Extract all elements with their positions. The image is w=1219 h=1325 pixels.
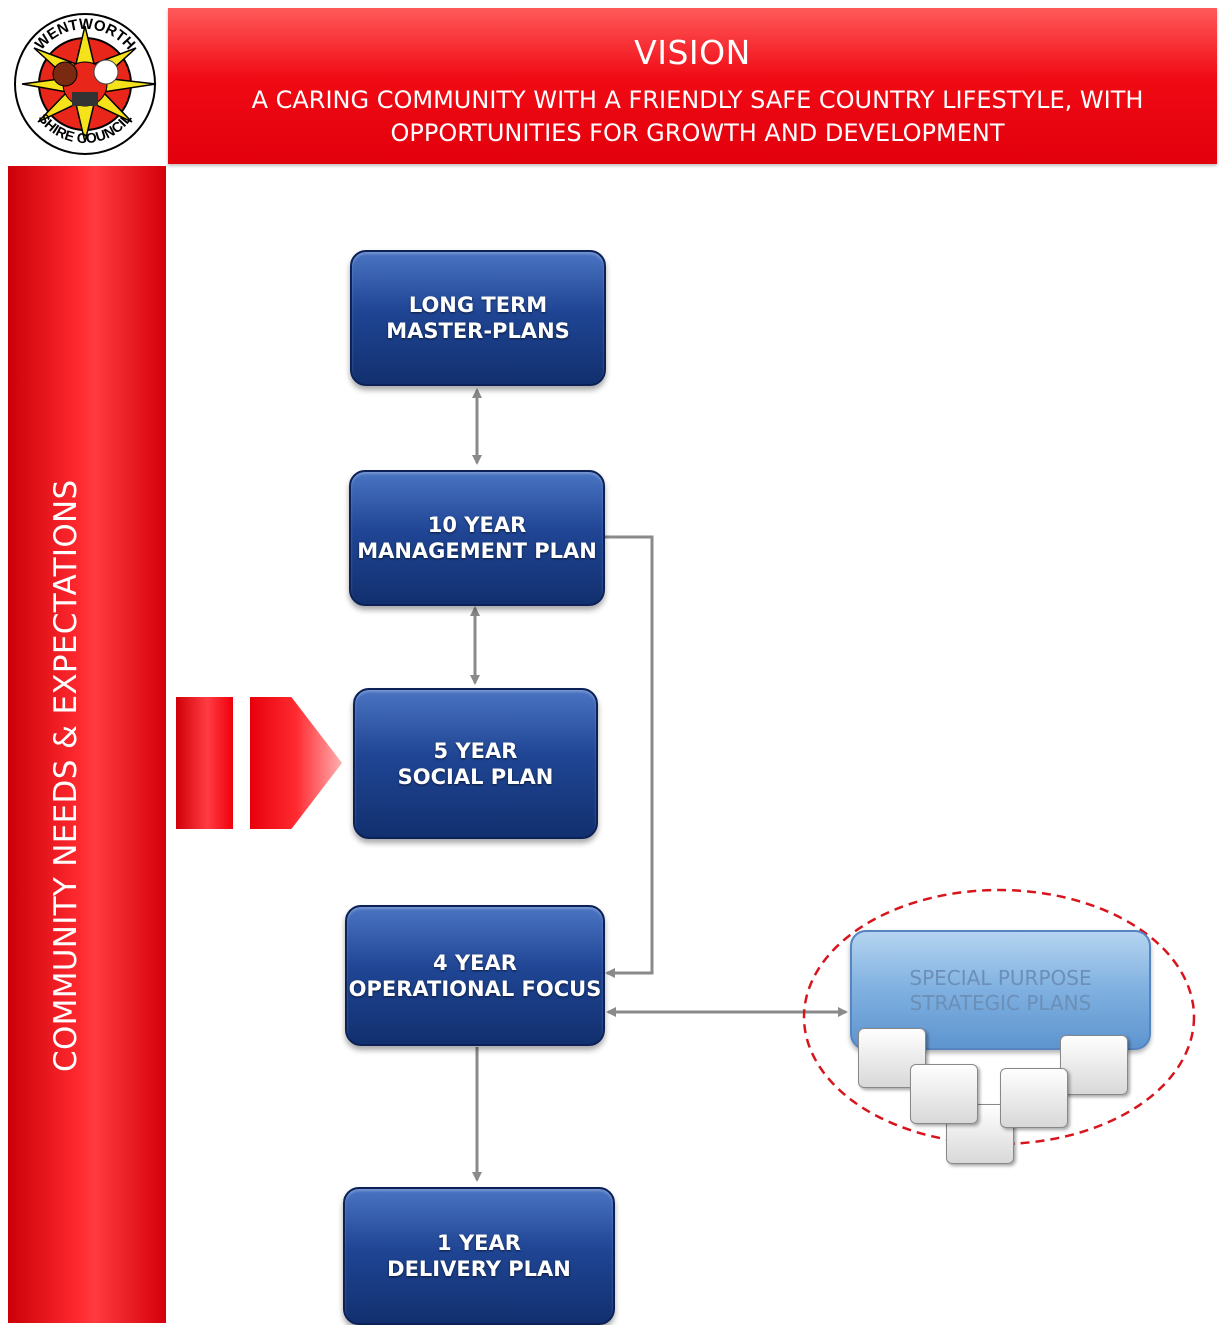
document-icon xyxy=(910,1064,978,1124)
node-5-year-line-1: 5 YEAR xyxy=(433,738,518,763)
vision-title: VISION xyxy=(634,33,751,72)
document-icon xyxy=(1000,1068,1068,1128)
special-plans-label: SPECIAL PURPOSE STRATEGIC PLANS xyxy=(852,966,1149,1016)
connector-10year-4year xyxy=(604,535,654,978)
node-long-term-line-2: MASTER-PLANS xyxy=(386,319,570,343)
node-long-term-master-plans: LONG TERM MASTER-PLANS xyxy=(350,250,606,386)
node-long-term-line-1: LONG TERM xyxy=(408,293,548,317)
node-1-year-line-1: 1 YEAR xyxy=(437,1231,521,1255)
council-logo: WENTWORTH SHIRE COUNCIL xyxy=(8,4,162,162)
special-plans-line-1: SPECIAL PURPOSE xyxy=(909,966,1092,990)
node-10-year-management-plan: 10 YEAR MANAGEMENT PLAN xyxy=(349,470,605,606)
node-10-year-line-2: MANAGEMENT PLAN xyxy=(357,539,597,563)
node-10-year-line-1: 10 YEAR xyxy=(427,513,527,537)
node-4-year-line-2: OPERATIONAL FOCUS xyxy=(348,976,602,1001)
community-needs-bar xyxy=(8,166,166,1323)
vision-statement: A CARING COMMUNITY WITH A FRIENDLY SAFE … xyxy=(188,84,1207,150)
vision-line-2: OPPORTUNITIES FOR GROWTH AND DEVELOPMENT xyxy=(390,119,1005,147)
special-plans-line-2: STRATEGIC PLANS xyxy=(909,991,1092,1015)
vision-banner: VISION A CARING COMMUNITY WITH A FRIENDL… xyxy=(168,8,1217,164)
node-1-year-line-2: DELIVERY PLAN xyxy=(387,1257,571,1281)
vision-line-1: A CARING COMMUNITY WITH A FRIENDLY SAFE … xyxy=(251,86,1144,114)
node-4-year-operational-focus: 4 YEAR OPERATIONAL FOCUS xyxy=(345,905,605,1046)
node-5-year-social-plan: 5 YEAR SOCIAL PLAN xyxy=(353,688,598,839)
node-4-year-line-1: 4 YEAR xyxy=(433,950,517,975)
input-arrow-block xyxy=(176,697,233,829)
node-1-year-delivery-plan: 1 YEAR DELIVERY PLAN xyxy=(343,1187,615,1325)
node-special-purpose-strategic-plans: SPECIAL PURPOSE STRATEGIC PLANS xyxy=(850,930,1151,1050)
node-5-year-line-2: SOCIAL PLAN xyxy=(397,764,554,789)
document-icon xyxy=(1060,1035,1128,1095)
